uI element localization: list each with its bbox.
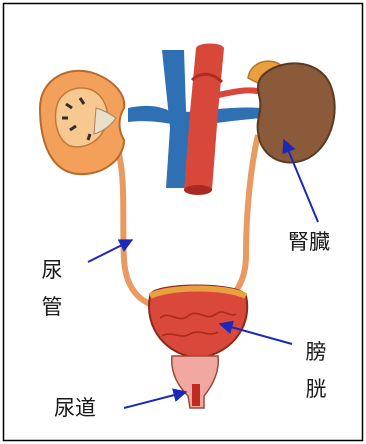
bladder: [149, 286, 247, 359]
ureter-label: 尿管: [40, 252, 64, 326]
kidney-label: 腎臓: [288, 232, 330, 253]
right-ureter: [214, 135, 258, 308]
bladder-label: 膀胱: [304, 334, 328, 408]
right-kidney: [258, 63, 335, 162]
urethra-label: 尿道: [54, 398, 96, 419]
urethra-arrow: [124, 392, 186, 408]
left-ureter: [118, 150, 160, 308]
left-kidney: [40, 71, 124, 174]
right-renal-artery: [214, 90, 262, 96]
left-renal-vein: [128, 106, 172, 124]
